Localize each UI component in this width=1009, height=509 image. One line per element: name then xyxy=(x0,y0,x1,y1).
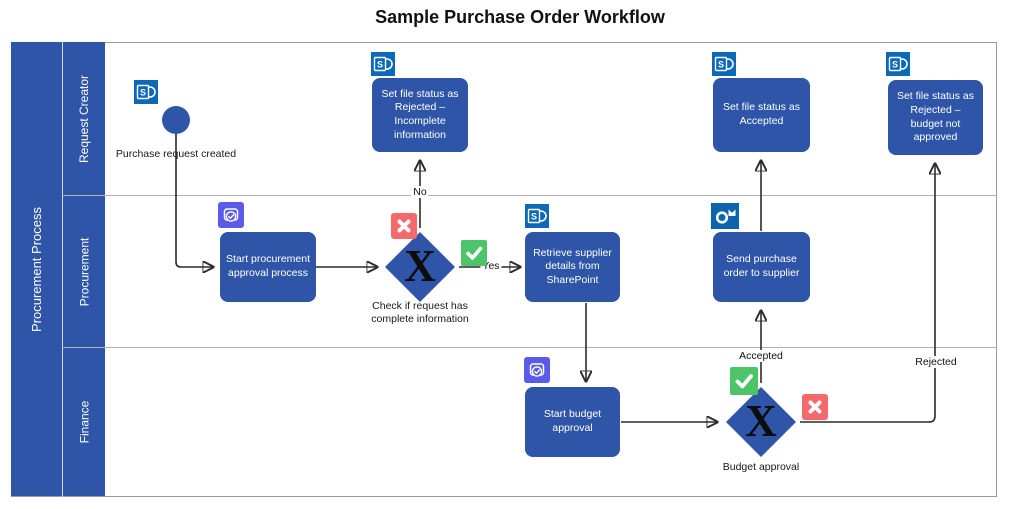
reject-x-icon xyxy=(802,394,828,420)
task-label: Set file status as Accepted xyxy=(722,101,801,127)
pool-bar: Procurement Process xyxy=(11,42,62,496)
pool-border xyxy=(11,42,997,497)
task-label: Retrieve supplier details from SharePoin… xyxy=(533,246,612,286)
page-title: Sample Purchase Order Workflow xyxy=(375,7,665,27)
svg-text:S: S xyxy=(377,60,383,70)
edge-label-rejected: Rejected xyxy=(913,356,959,368)
sharepoint-icon: S xyxy=(134,80,158,104)
task-label: Send purchase order to supplier xyxy=(723,253,800,279)
gateway-budget-approval: X xyxy=(723,384,799,460)
task-start-budget: Start budget approval xyxy=(525,387,620,457)
lane-label-finance: Finance xyxy=(77,400,92,444)
lane-procurement: Procurement xyxy=(63,196,105,347)
outlook-icon xyxy=(711,203,739,229)
lane-label-request-creator: Request Creator xyxy=(77,74,92,163)
gateway-check-complete-label: Check if request has complete informatio… xyxy=(371,300,469,326)
svg-text:S: S xyxy=(140,88,146,98)
lane-finance: Finance xyxy=(63,348,105,496)
svg-text:S: S xyxy=(531,212,537,222)
reject-x-icon xyxy=(391,213,417,239)
gateway-x-symbol: X xyxy=(404,239,436,291)
task-label: Set file status as Rejected – Incomplete… xyxy=(381,87,459,141)
pool-label: Procurement Process xyxy=(29,206,44,332)
task-label: Start procurement approval process xyxy=(225,253,311,279)
task-retrieve-supplier: Retrieve supplier details from SharePoin… xyxy=(525,232,620,302)
start-event xyxy=(162,106,190,134)
sharepoint-icon: S xyxy=(525,204,549,228)
lane-divider-1 xyxy=(62,195,996,196)
gateway-budget-approval-label: Budget approval xyxy=(722,461,800,473)
start-event-label: Purchase request created xyxy=(115,148,237,160)
task-label: Set file status as Rejected – budget not… xyxy=(896,90,975,144)
svg-text:S: S xyxy=(892,60,898,70)
sharepoint-icon: S xyxy=(371,52,395,76)
lane-request-creator: Request Creator xyxy=(63,42,105,195)
sharepoint-icon: S xyxy=(712,52,736,76)
sharepoint-icon: S xyxy=(886,52,910,76)
gateway-x-symbol: X xyxy=(745,394,777,446)
task-start-procurement: Start procurement approval process xyxy=(220,232,316,302)
lane-label-procurement: Procurement xyxy=(77,237,92,306)
task-set-rejected-incomplete: Set file status as Rejected – Incomplete… xyxy=(372,78,468,152)
task-set-accepted: Set file status as Accepted xyxy=(713,78,810,152)
pool-lane-divider xyxy=(62,42,63,497)
approve-check-icon xyxy=(461,240,487,266)
svg-text:S: S xyxy=(718,60,724,70)
approvals-icon xyxy=(524,357,550,383)
edge-label-accepted: Accepted xyxy=(737,350,785,362)
task-label: Start budget approval xyxy=(543,408,602,434)
approvals-icon xyxy=(218,202,244,228)
lane-divider-2 xyxy=(62,347,996,348)
task-set-rejected-budget: Set file status as Rejected – budget not… xyxy=(888,80,983,155)
approve-check-icon xyxy=(730,367,758,395)
edge-label-no: No xyxy=(411,186,429,198)
gateway-check-complete: X xyxy=(382,229,458,305)
task-send-po: Send purchase order to supplier xyxy=(713,232,810,302)
